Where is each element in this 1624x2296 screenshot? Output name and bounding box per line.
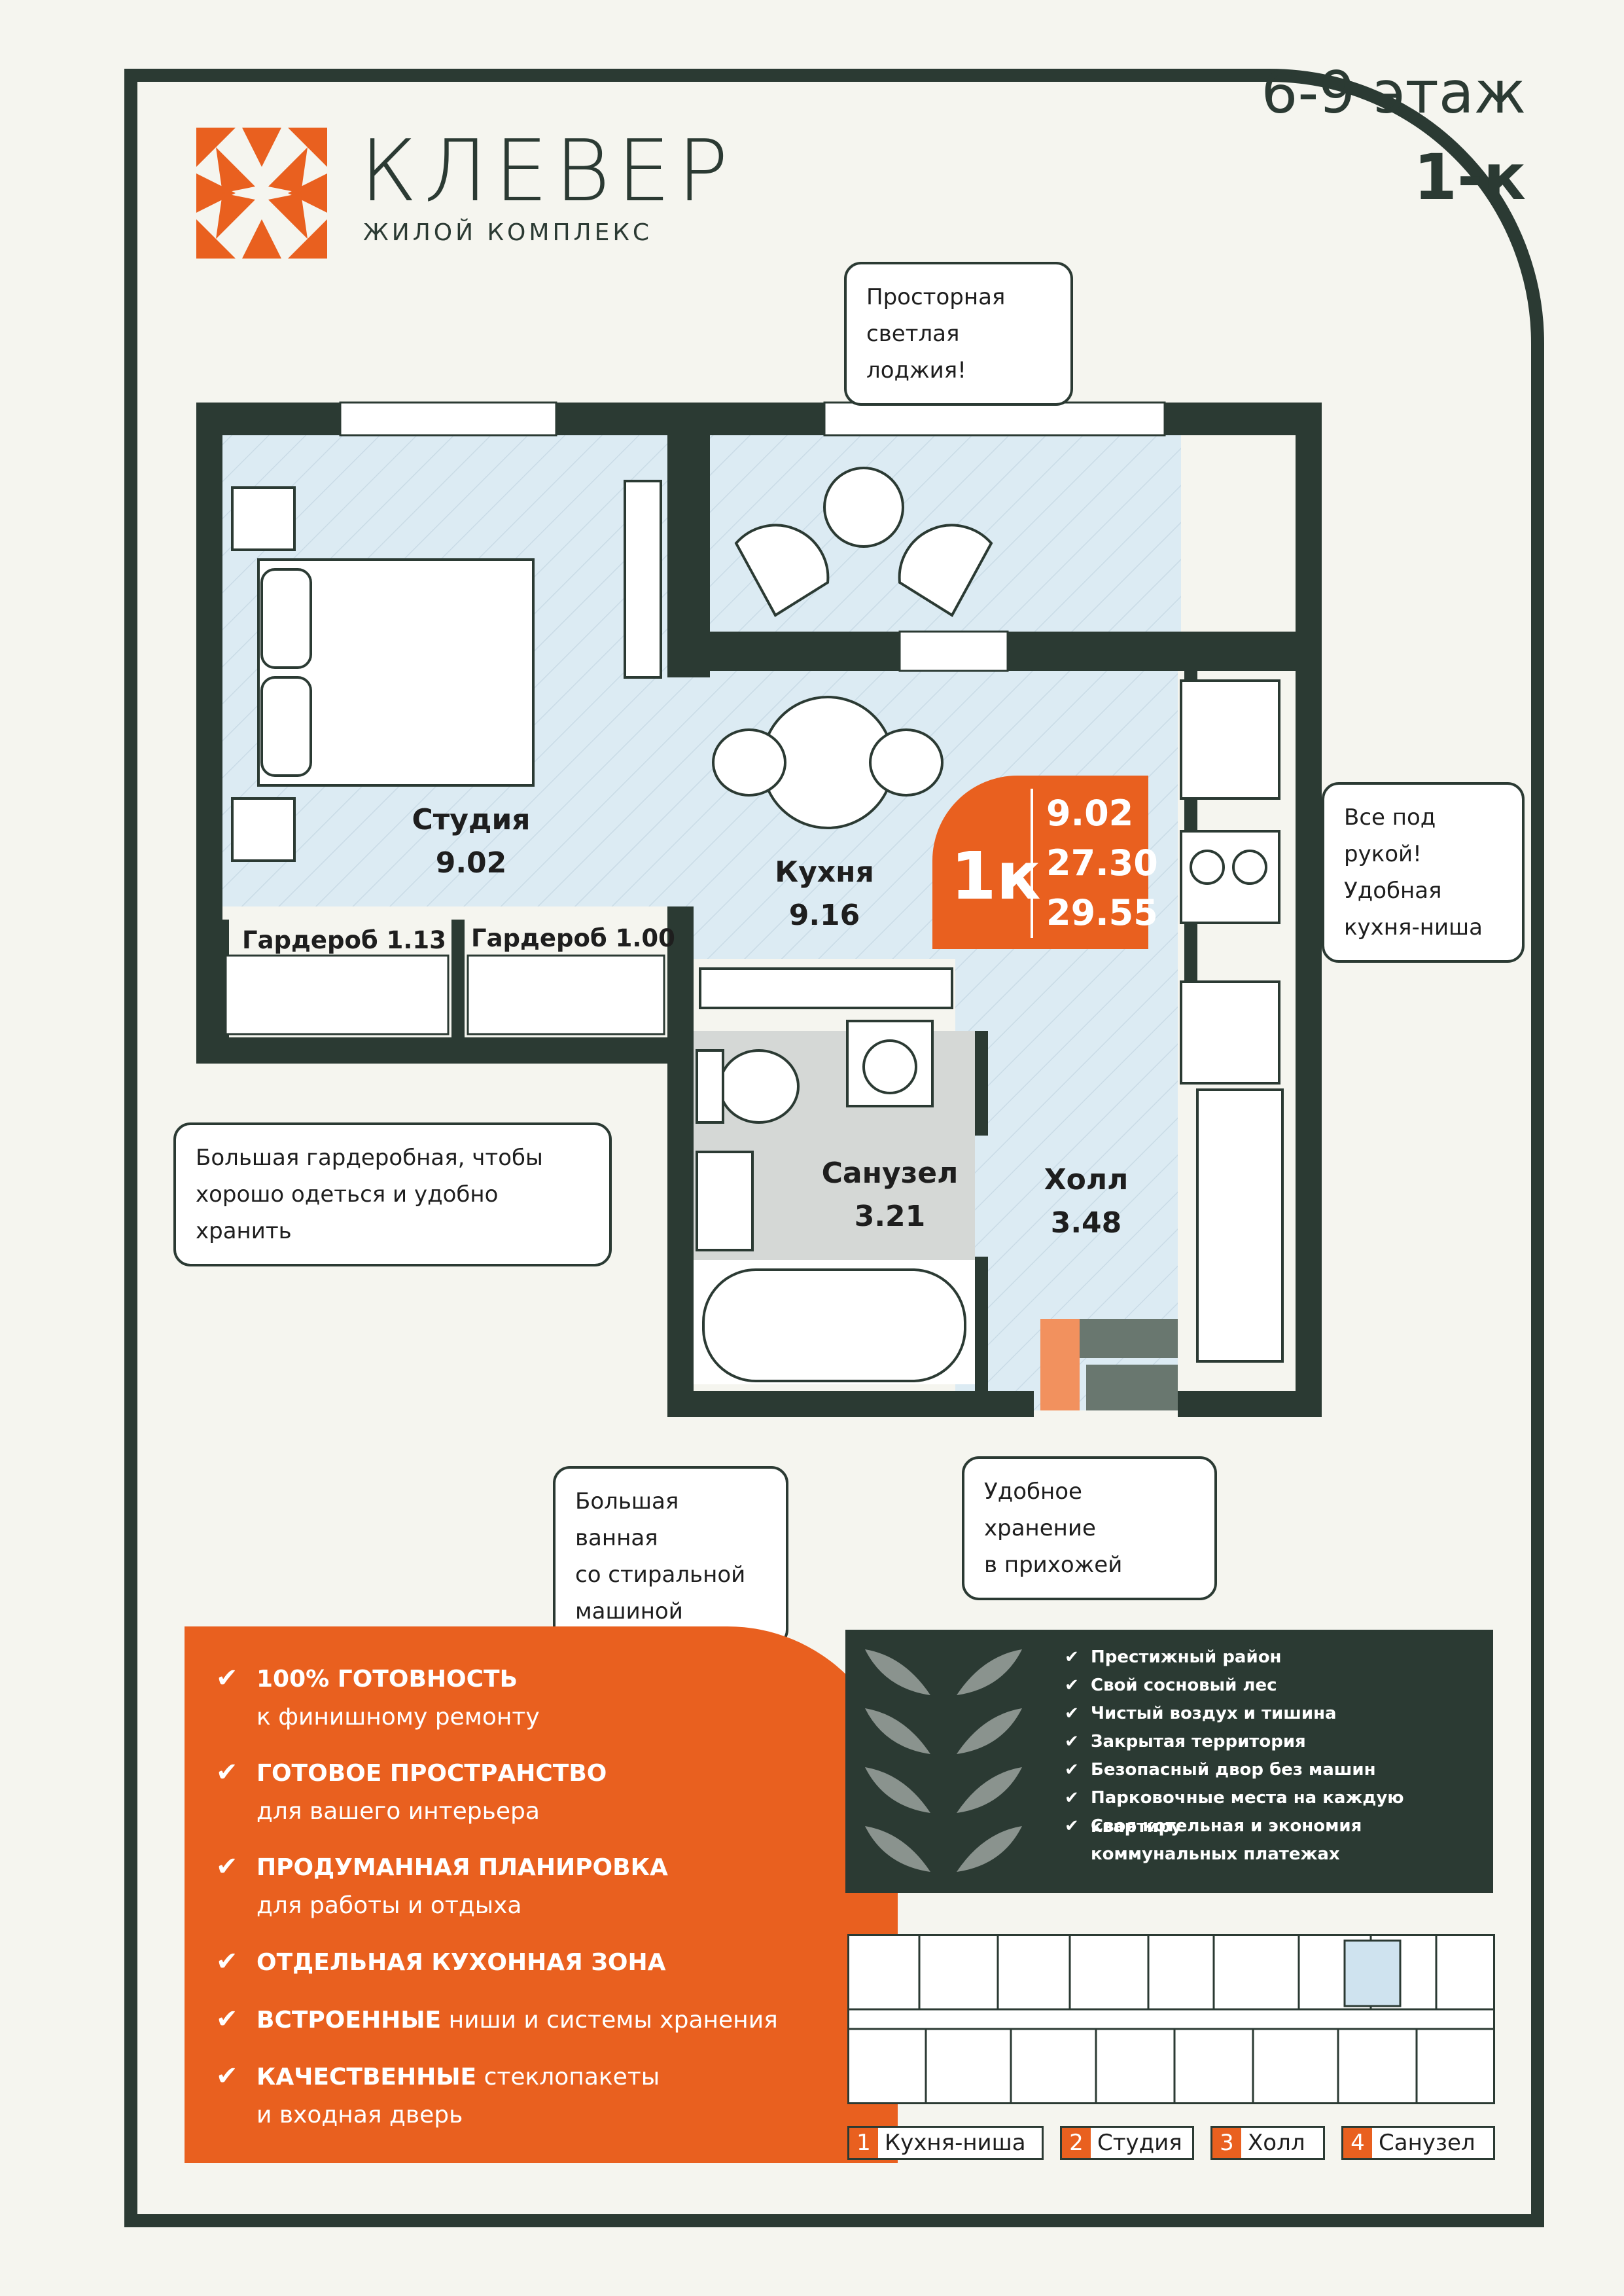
- check-icon: ✔: [1065, 1704, 1079, 1723]
- feature-item: ✔ ГОТОВОЕ ПРОСТРАНСТВО для вашего интерь…: [216, 1755, 607, 1831]
- advantage-item: ✔Свой сосновый лес: [1065, 1671, 1277, 1700]
- advantage-item: ✔Чистый воздух и тишина: [1065, 1699, 1337, 1728]
- studio-label: Студия 9.02: [386, 798, 556, 885]
- advantage-item: ✔Своя котельная и экономия: [1065, 1812, 1362, 1840]
- callout-loggia: Просторная светлая лоджия!: [844, 262, 1073, 406]
- hall-name: Холл: [1044, 1163, 1129, 1196]
- wardrobe1-label: Гардероб 1.13: [242, 926, 446, 954]
- check-icon: ✔: [1065, 1676, 1079, 1695]
- badge-total-area: 27.30: [1046, 842, 1158, 884]
- feature-item: ✔ ОТДЕЛЬНАЯ КУХОННАЯ ЗОНА: [216, 1944, 665, 1982]
- wardrobe2-label: Гардероб 1.00: [471, 924, 675, 952]
- advantage-item: ✔Безопасный двор без машин: [1065, 1755, 1376, 1784]
- advantage-item: коммунальных платежах: [1091, 1844, 1340, 1864]
- check-icon: ✔: [1065, 1760, 1079, 1780]
- advantages-panel: ✔Престижный район ✔Свой сосновый лес ✔Чи…: [845, 1630, 1493, 1893]
- badge-area-with-loggia: 29.55: [1046, 892, 1158, 933]
- check-icon: ✔: [216, 1946, 238, 1977]
- callout-hall: Удобное хранение в прихожей: [962, 1456, 1217, 1600]
- highlighted-apartment: [1343, 1939, 1402, 2007]
- hall-area: 3.48: [1050, 1206, 1122, 1240]
- building-floor-plan: [847, 1934, 1495, 2104]
- studio-area: 9.02: [435, 846, 507, 880]
- advantage-item: ✔Парковочные места на каждую квартиру: [1065, 1784, 1493, 1841]
- check-icon: ✔: [1065, 1647, 1079, 1667]
- callout-bath: Большая ванная со стиральной машиной: [553, 1466, 788, 1647]
- check-icon: ✔: [216, 2061, 238, 2091]
- check-icon: ✔: [1065, 1788, 1079, 1808]
- check-icon: ✔: [1065, 1816, 1079, 1836]
- hall-label: Холл 3.48: [1001, 1158, 1171, 1245]
- floor-range: 6-9 этаж: [1261, 59, 1526, 126]
- kitchen-name: Кухня: [775, 855, 874, 889]
- check-icon: ✔: [216, 2004, 238, 2034]
- bathroom-label: Санузел 3.21: [805, 1152, 975, 1238]
- check-icon: ✔: [216, 1852, 238, 1882]
- check-icon: ✔: [216, 1757, 238, 1787]
- brand-name: КЛЕВЕР: [360, 121, 735, 221]
- badge-living-area: 9.02: [1046, 793, 1134, 834]
- kitchen-area: 9.16: [788, 899, 860, 932]
- studio-name: Студия: [412, 803, 531, 836]
- feature-item: ✔ ВСТРОЕННЫЕ ниши и системы хранения: [216, 2001, 778, 2039]
- kitchen-label: Кухня 9.16: [739, 851, 909, 937]
- check-icon: ✔: [1065, 1732, 1079, 1751]
- badge-values: 9.02 27.30 29.55: [1031, 789, 1158, 938]
- unit-type: 1-к: [1413, 141, 1526, 214]
- feature-item: ✔ 100% ГОТОВНОСТЬ к финишному ремонту: [216, 1660, 540, 1736]
- advantage-item: ✔Закрытая территория: [1065, 1727, 1306, 1756]
- feature-item: ✔ ПРОДУМАННАЯ ПЛАНИРОВКА для работы и от…: [216, 1849, 668, 1925]
- brand-subtitle: ЖИЛОЙ КОМПЛЕКС: [363, 219, 653, 246]
- floor-plan: [196, 401, 1322, 1417]
- bathroom-name: Санузел: [821, 1157, 959, 1190]
- area-badge: 1к 9.02 27.30 29.55: [932, 776, 1158, 949]
- check-icon: ✔: [216, 1663, 238, 1693]
- clover-logo-icon: [196, 128, 327, 259]
- page-frame: [124, 69, 1544, 2227]
- callout-wardrobe: Большая гардеробная, чтобы хорошо одетьс…: [173, 1122, 612, 1266]
- advantage-item: ✔Престижный район: [1065, 1643, 1282, 1672]
- leaf-pattern-icon: [865, 1649, 1022, 1872]
- callout-kitchen: Все под рукой! Удобная кухня-ниша: [1322, 782, 1525, 963]
- features-panel: ✔ 100% ГОТОВНОСТЬ к финишному ремонту ✔ …: [185, 1626, 898, 2163]
- bathroom-area: 3.21: [854, 1200, 926, 1233]
- badge-type: 1к: [951, 838, 1041, 914]
- feature-item: ✔ КАЧЕСТВЕННЫЕ стеклопакеты и входная дв…: [216, 2058, 660, 2134]
